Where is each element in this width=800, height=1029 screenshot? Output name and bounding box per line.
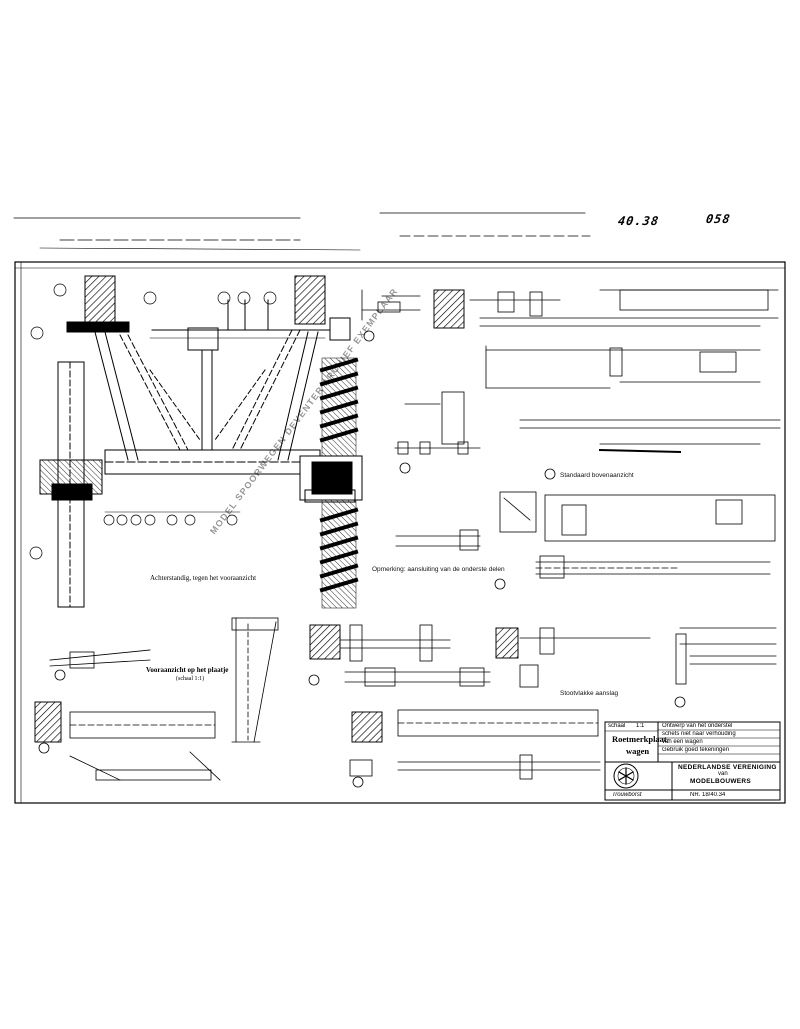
title-scale-value: 1:1 — [636, 723, 645, 729]
title-org-name-2: van — [718, 771, 728, 777]
title-scale-label: schaal — [608, 723, 626, 729]
detail-group-top-middle — [361, 289, 561, 474]
detail-group-lower-left — [34, 617, 279, 781]
handwritten-number-right: 058 — [705, 212, 732, 226]
title-right-line-4: Gebruik goed tekeningen — [662, 747, 730, 753]
title-right-line-3: van een wagen — [662, 739, 703, 745]
title-right-line-2: schets niet naar verhouding — [662, 731, 736, 737]
title-drawing-name-2: wagen — [626, 746, 650, 756]
frame — [14, 261, 786, 804]
caption-side-notes: Opmerking: aansluiting van de onderste d… — [372, 566, 505, 573]
caption-right-lower: Stootvlakke aanslag — [560, 690, 619, 697]
title-sheet-number: NR. 18/40.34 — [690, 792, 726, 798]
main-framework — [29, 275, 363, 609]
title-block — [604, 721, 781, 801]
caption-plate-view: Vooraanzicht op het plaatje — [146, 666, 229, 674]
caption-plate-view-sub: (schaal 1:1) — [176, 676, 205, 682]
title-signature: Trouwborst — [612, 792, 642, 798]
title-org-name: NEDERLANDSE VERENIGING — [678, 764, 777, 771]
detail-group-lower-middle — [308, 624, 651, 788]
detail-group-top-right — [479, 289, 781, 480]
title-right-line-1: Ontwerp van het onderstel — [662, 723, 733, 729]
title-org-name-3: MODELBOUWERS — [690, 778, 752, 785]
handwritten-number-left: 40.38 — [617, 214, 661, 228]
caption-mid-lower: Standaard bovenaanzicht — [560, 472, 634, 479]
detail-group-middle-right — [395, 491, 776, 590]
title-drawing-name: Roetmerkplaat- — [612, 734, 670, 744]
detail-group-lower-right — [674, 627, 777, 708]
caption-main-view: Achterstandig, tegen het vooraanzicht — [150, 574, 257, 582]
header-lines — [13, 212, 591, 251]
